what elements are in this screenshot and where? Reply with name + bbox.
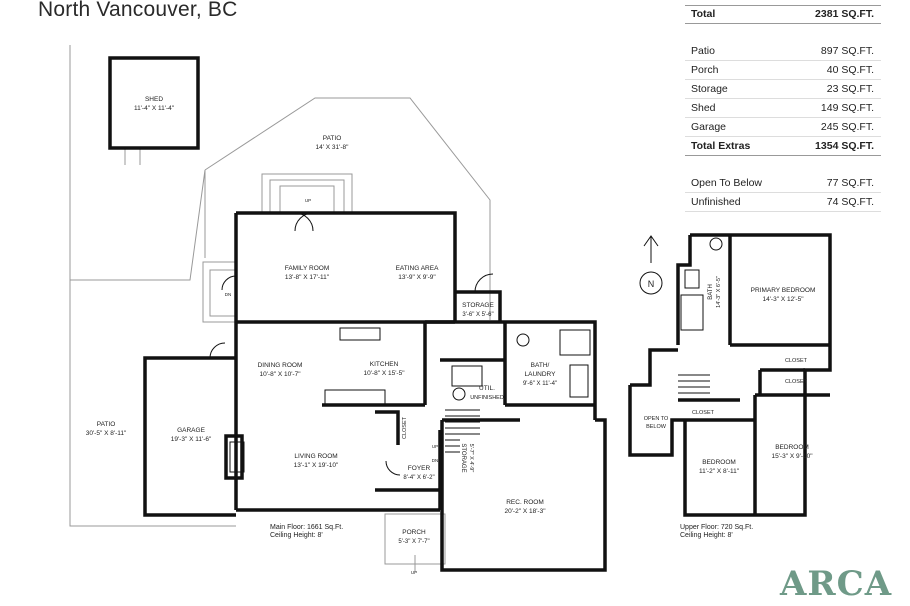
arca-logo: ARCA [780,564,893,604]
room-dims: 10'-8" X 15'-5" [363,370,405,377]
room-dims: 9'-6" X 11'-4" [523,381,557,387]
room-name: CLOSET [785,379,808,385]
room-dims: 20'-2" X 18'-3" [504,508,546,515]
room-dims: 14'-3" X 12'-5" [762,296,804,303]
total-extras-value: 1354 SQ.FT. [815,140,874,152]
room-dims: 5'-3" X 7'-7" [398,539,429,545]
room-name: GARAGE [177,427,205,434]
room-name: LAUNDRY [525,371,557,378]
room-name: UTIL. [479,385,495,392]
extra-label: Patio [691,45,715,57]
total-extras-label: Total Extras [691,140,751,152]
stair-down-mark: DN [225,292,232,297]
room-name: PRIMARY BEDROOM [751,287,816,294]
total-row: Total 2381 SQ.FT. [685,5,881,24]
room-dims: 30'-5" X 8'-11" [86,430,127,437]
room-name: PATIO [323,135,342,142]
other-value: 77 SQ.FT. [826,177,874,189]
room-name: FAMILY ROOM [285,265,330,272]
stair-up-mark: UP [411,570,417,575]
total-label: Total [691,8,716,20]
extra-label: Storage [691,83,728,95]
upper-floor-note: Upper Floor: 720 Sq.Ft. Ceiling Height: … [680,524,753,540]
room-dims: 8'-4" X 6'-2" [403,475,434,481]
other-label: Unfinished [691,196,741,208]
other-row: Unfinished 74 SQ.FT. [685,193,881,212]
area-summary-table: Total 2381 SQ.FT. Patio 897 SQ.FT. Porch… [685,0,881,212]
main-floor-note: Main Floor: 1661 Sq.Ft. Ceiling Height: … [270,524,343,540]
room-name: FOYER [408,465,431,472]
room-name: EATING AREA [396,265,440,272]
room-name: CLOSET [692,410,715,416]
total-value: 2381 SQ.FT. [815,8,874,20]
extra-label: Porch [691,64,719,76]
extra-value: 245 SQ.FT. [820,121,874,133]
room-dims: 11'-4" X 11'-4" [134,105,175,112]
stair-down-mark: DN [432,458,439,463]
room-name: SHED [145,96,163,103]
room-name: BEDROOM [702,459,736,466]
room-dims: 14'-3" X 6'-5" [716,276,722,308]
room-dims: 19'-3" X 11'-6" [171,436,212,443]
room-name: CLOSET [785,358,808,364]
room-dims: 15'-3" X 9'-10" [771,453,813,460]
room-dims: 14' X 31'-8" [316,144,350,151]
room-name: OPEN TO [644,416,669,422]
room-dims: 10'-8" X 10'-7" [259,371,301,378]
stair-up-mark: UP [432,444,438,449]
room-name: PATIO [97,421,116,428]
upper-floor-walls [628,233,832,517]
room-name: KITCHEN [370,361,399,368]
room-name: STORAGE [462,302,494,309]
patio-outlines [69,45,491,572]
main-floor-walls [108,56,607,572]
extra-row: Garage 245 SQ.FT. [685,118,881,137]
room-dims: 13'-8" X 17'-11" [285,274,330,281]
upper-floor-ceiling: Ceiling Height: 8' [680,532,733,539]
extra-label: Garage [691,121,727,133]
room-dims: 3'-6" X 5'-6" [462,312,493,318]
fixtures [209,212,591,476]
room-name: PORCH [402,529,426,536]
total-extras-row: Total Extras 1354 SQ.FT. [685,137,881,156]
stair-up-mark: UP [305,198,311,203]
room-name: BATH [708,284,714,300]
extra-label: Shed [691,102,716,114]
page-title: North Vancouver, BC [38,0,238,21]
extra-row: Storage 23 SQ.FT. [685,80,881,99]
room-name: LIVING ROOM [294,453,337,460]
room-name: STORAGE [460,443,466,472]
other-label: Open To Below [691,177,763,189]
other-value: 74 SQ.FT. [826,196,874,208]
room-dims: 11'-2" X 8'-11" [699,468,740,475]
room-name: BELOW [646,424,667,430]
extra-row: Patio 897 SQ.FT. [685,42,881,61]
extra-value: 23 SQ.FT. [826,83,874,95]
extra-row: Porch 40 SQ.FT. [685,61,881,80]
room-sub: UNFINISHED [470,395,504,401]
room-dims: 13'-9" X 9'-9" [398,274,436,281]
room-dims: 13'-1" X 19'-10" [294,462,339,469]
room-dims: 5'-7" X 4'-9" [468,444,474,473]
room-name: DINING ROOM [258,362,303,369]
extra-value: 149 SQ.FT. [820,102,874,114]
compass-icon: N [648,279,655,289]
main-floor-area: Main Floor: 1661 Sq.Ft. [270,524,344,531]
upper-floor-area: Upper Floor: 720 Sq.Ft. [680,524,754,531]
room-name: BATH/ [531,362,550,369]
main-floor-ceiling: Ceiling Height: 8' [270,532,323,539]
room-name: REC. ROOM [506,499,544,506]
other-row: Open To Below 77 SQ.FT. [685,174,881,193]
extra-row: Shed 149 SQ.FT. [685,99,881,118]
room-name: CLOSET [402,416,408,439]
upper-fixtures [639,235,723,394]
extra-value: 897 SQ.FT. [820,45,874,57]
extra-value: 40 SQ.FT. [826,64,874,76]
room-name: BEDROOM [775,444,809,451]
